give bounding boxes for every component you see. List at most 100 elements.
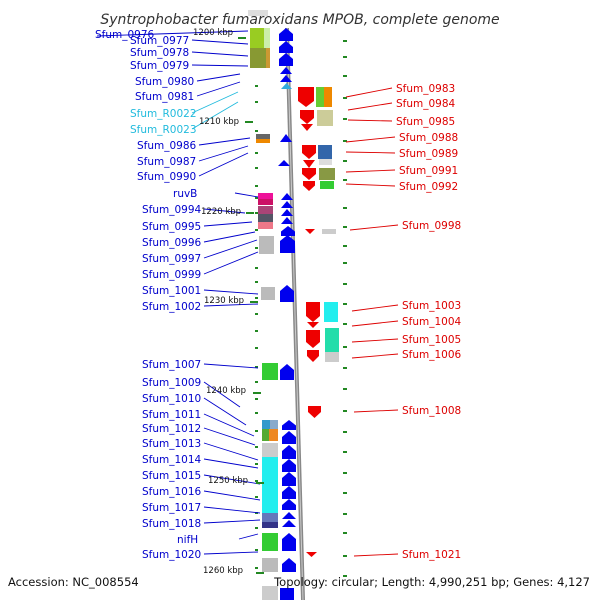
label-connector <box>198 152 249 177</box>
forward-gene-arrow <box>282 445 296 459</box>
label-connector <box>203 427 256 446</box>
left-gene-label: Sfum_1018 <box>142 518 201 530</box>
label-connectors <box>96 30 399 557</box>
scale-label: 1240 kbp <box>206 386 246 396</box>
label-connector <box>196 81 241 97</box>
reverse-gene-arrow <box>301 124 313 131</box>
forward-gene-arrow <box>282 420 296 430</box>
tick-mark-right <box>343 207 347 209</box>
left-gene-label: Sfum_0978 <box>130 47 189 59</box>
ortholog-box <box>317 110 333 126</box>
forward-gene-arrow <box>282 486 296 499</box>
forward-gene-arrow <box>280 75 292 82</box>
label-connector <box>191 39 249 45</box>
left-gene-label: Sfum_0976 <box>95 29 155 41</box>
left-gene-label: Sfum_1001 <box>142 285 201 297</box>
tick-mark-left <box>255 267 258 269</box>
tick-mark-right <box>343 56 347 58</box>
ortholog-box <box>258 193 273 199</box>
tick-mark-right <box>343 555 347 557</box>
ortholog-box <box>256 139 270 143</box>
scale-tick <box>245 121 253 123</box>
forward-gene-arrow <box>282 533 296 551</box>
ortholog-box <box>262 586 278 600</box>
tick-mark-left <box>255 229 258 231</box>
reverse-gene-arrow <box>303 181 315 191</box>
tick-mark-right <box>343 245 347 247</box>
ortholog-box <box>262 363 278 380</box>
ortholog-box <box>324 302 338 322</box>
tick-mark-right <box>343 179 347 181</box>
tick-mark-left <box>255 247 258 249</box>
ortholog-box <box>266 48 270 68</box>
scale-tick <box>256 572 264 574</box>
tick-mark-left <box>255 430 258 432</box>
tick-mark-right <box>343 75 347 77</box>
tick-mark-left <box>255 281 258 283</box>
label-connector <box>203 397 247 426</box>
reverse-gene-arrow <box>307 322 319 328</box>
ortholog-box <box>259 236 274 254</box>
tick-mark-left <box>255 101 258 103</box>
left-gene-label: Sfum_1017 <box>142 502 201 514</box>
ortholog-box <box>269 429 278 441</box>
ortholog-box <box>262 513 278 522</box>
label-connector <box>349 224 399 231</box>
ortholog-box <box>316 87 324 107</box>
label-connector <box>345 136 396 143</box>
label-connector <box>203 221 253 227</box>
tick-mark-right <box>343 226 347 228</box>
tick-mark-left <box>255 212 258 214</box>
tick-mark-right <box>343 303 347 305</box>
left-gene-label: Sfum_0994 <box>142 204 202 216</box>
ortholog-box <box>261 287 275 300</box>
tick-mark-right <box>343 532 347 534</box>
label-connector <box>351 338 399 343</box>
ortholog-box <box>325 328 339 352</box>
ortholog-box <box>262 558 278 572</box>
left-gene-label: Sfum_0980 <box>135 76 194 88</box>
right-gene-label: Sfum_1004 <box>402 316 462 328</box>
tick-mark-right <box>343 575 347 577</box>
tick-mark-right <box>343 513 347 515</box>
tick-mark-left <box>255 398 258 400</box>
ortholog-box <box>262 429 269 441</box>
label-connector <box>347 102 393 111</box>
scale-label: 1250 kbp <box>208 476 248 486</box>
tick-mark-left <box>255 381 258 383</box>
forward-gene-arrow <box>280 134 292 142</box>
forward-gene-arrow <box>281 193 293 200</box>
forward-gene-arrow <box>282 459 296 472</box>
forward-gene-arrow <box>278 160 290 166</box>
left-gene-label: ruvB <box>173 188 197 200</box>
ortholog-box <box>256 134 270 139</box>
tick-mark-left <box>255 330 258 332</box>
label-connector <box>198 137 251 146</box>
tick-mark-right <box>343 323 347 325</box>
label-connector <box>203 458 259 469</box>
right-gene-label: Sfum_1008 <box>402 405 461 417</box>
forward-gene-arrow <box>282 558 296 572</box>
ortholog-box <box>324 87 332 107</box>
left-gene-label: Sfum_1012 <box>142 423 201 435</box>
ortholog-box <box>262 522 278 528</box>
left-gene-label: Sfum_1015 <box>142 470 201 482</box>
tick-mark-right <box>343 40 347 42</box>
reverse-gene-arrow <box>306 552 317 557</box>
label-connector <box>203 239 258 259</box>
label-connector <box>203 381 241 408</box>
left-gene-label: Sfum_1011 <box>142 409 201 421</box>
ortholog-box <box>258 199 273 205</box>
tick-mark-left <box>255 446 258 448</box>
ortholog-box <box>258 214 273 222</box>
topology-text: Topology: circular; Length: 4,990,251 bp… <box>273 575 590 589</box>
left-gene-label: Sfum_1007 <box>142 359 201 371</box>
label-connector <box>353 553 399 557</box>
label-connector <box>191 101 239 130</box>
right-gene-label: Sfum_0983 <box>396 83 455 95</box>
tick-mark-right <box>343 451 347 453</box>
ortholog-box <box>250 48 266 68</box>
scale-tick <box>246 212 254 214</box>
ortholog-box <box>262 443 278 457</box>
